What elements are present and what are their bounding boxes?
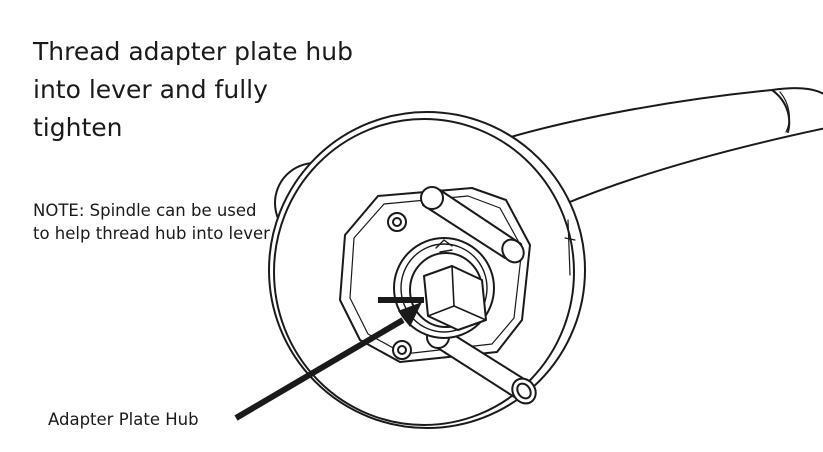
- instruction-title: Thread adapter plate hub into lever and …: [33, 37, 353, 142]
- spindle-note: NOTE: Spindle can be used to help thread…: [33, 201, 270, 243]
- lever-handle-end-cap: [771, 89, 791, 133]
- adapter-plate-hub-leader: [234, 297, 424, 421]
- leader-arrowhead: [398, 302, 422, 327]
- adapter-plate-hub-label: Adapter Plate Hub: [48, 410, 199, 429]
